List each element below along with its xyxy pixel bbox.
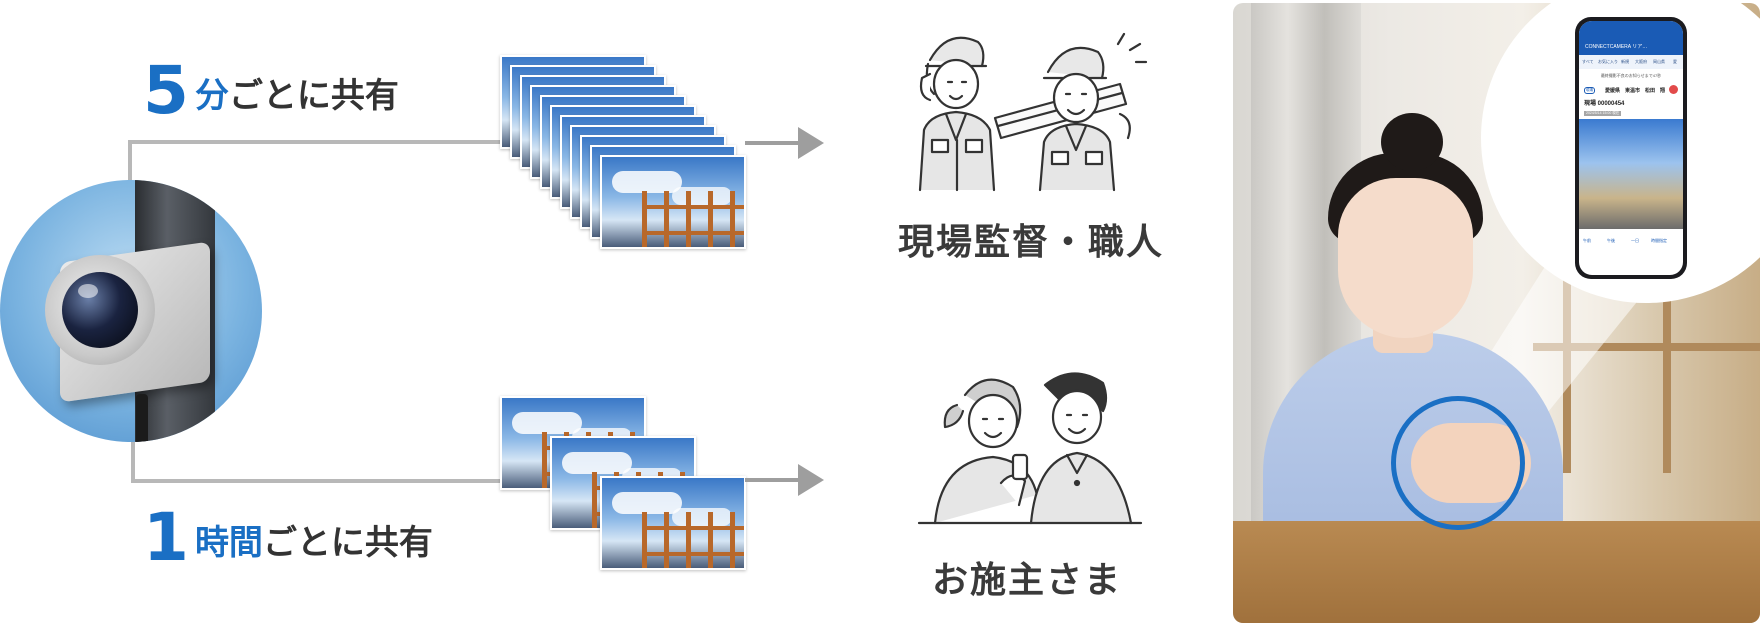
window-frame [1533, 343, 1760, 351]
site-location: 愛媛県 東温市 松田 翔 [1605, 88, 1666, 94]
morning-button[interactable]: 午前 [1583, 238, 1591, 243]
woman-viewing-phone-photo [1233, 3, 1760, 623]
tab-okayama[interactable]: 岡山県 [1653, 59, 1665, 64]
afternoon-button[interactable]: 午後 [1607, 238, 1615, 243]
timber-frame [642, 512, 744, 568]
time-filter-bar: 午前 午後 一日 時間指定 [1579, 235, 1683, 249]
interval-number: 5 [143, 52, 189, 129]
image-timestamp: 2024/5/14 15:00 現在 [1584, 111, 1622, 116]
camera-icon [0, 180, 262, 442]
interval-number: 1 [143, 499, 189, 576]
site-camera-image[interactable] [1579, 119, 1683, 229]
app-brand: CONNECTCAMERA リア… [1585, 44, 1648, 50]
tab-all[interactable]: すべて [1582, 59, 1594, 64]
tab-osaka[interactable]: 大阪府 [1635, 59, 1647, 64]
bottom-arrow-line [745, 478, 800, 482]
phone-screen: CONNECTCAMERA リア… すべて お気に入り 新規 大阪府 岡山県 愛… [1579, 21, 1683, 275]
cable [136, 394, 148, 442]
top-arrow-head-icon [798, 127, 824, 159]
site-supervisor-label: 現場監督・職人 [898, 222, 1165, 263]
all-day-button[interactable]: 一日 [1631, 238, 1639, 243]
app-notice: 最終撮影不良のお知らせまで47秒 [1600, 73, 1662, 78]
bottom-connector-horizontal [131, 479, 503, 483]
site-id: 現場 00000454 [1584, 101, 1625, 107]
couple-with-smartphone-icon [917, 372, 1143, 525]
interval-rest: ごとに共有 [228, 76, 399, 116]
bottom-arrow-head-icon [798, 464, 824, 496]
person-face [1338, 178, 1473, 338]
zoom-highlight-ring [1391, 396, 1525, 530]
tab-ehime[interactable]: 愛 [1673, 59, 1677, 64]
cloud [612, 492, 682, 514]
fisheye-lens [62, 272, 138, 348]
construction-frame-photo [600, 476, 746, 570]
location-badge: 現場 [1584, 87, 1595, 94]
bottom-connector-vertical [131, 438, 135, 483]
construction-frame-photo [600, 155, 746, 249]
person-hair-bun [1381, 113, 1443, 171]
interval-unit: 時間 [194, 523, 263, 563]
smartphone: CONNECTCAMERA リア… すべて お気に入り 新規 大阪府 岡山県 愛… [1575, 17, 1687, 279]
app-tabs: すべて お気に入り 新規 大阪府 岡山県 愛 [1579, 55, 1683, 69]
lens-glint [78, 284, 98, 298]
interval-rest: ごとに共有 [262, 523, 433, 563]
tab-favorites[interactable]: お気に入り [1598, 59, 1618, 64]
construction-workers-icon [918, 32, 1148, 192]
cloud [512, 412, 582, 434]
app-header: CONNECTCAMERA リア… [1579, 21, 1683, 55]
cloud [612, 171, 682, 193]
pin-icon[interactable] [1669, 85, 1678, 94]
desk [1233, 521, 1760, 623]
tab-new[interactable]: 新規 [1621, 59, 1629, 64]
cloud [562, 452, 632, 474]
interval-unit: 分 [194, 76, 229, 116]
time-specify-button[interactable]: 時間指定 [1651, 238, 1667, 243]
top-connector-vertical [128, 140, 132, 184]
top-arrow-line [745, 141, 800, 145]
timber-frame [642, 191, 744, 247]
client-label: お施主さま [932, 560, 1123, 601]
top-connector-horizontal [128, 140, 500, 144]
